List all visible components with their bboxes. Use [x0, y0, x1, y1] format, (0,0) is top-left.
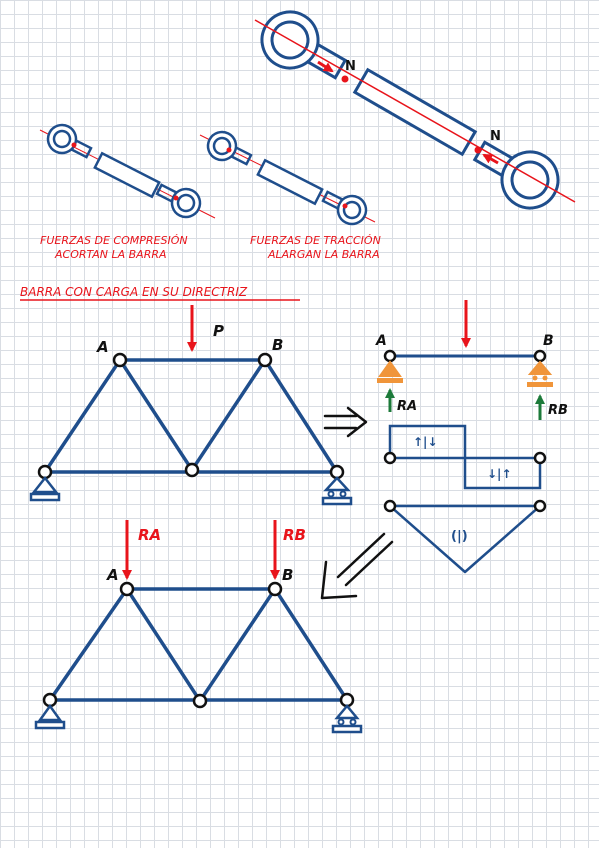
truss-result [42, 581, 355, 709]
compression-caption-line1: FUERZAS DE COMPRESIÓN [40, 234, 188, 247]
reaction-ra-label: RA [397, 399, 417, 414]
traction-eyebar [199, 130, 376, 226]
force-label-n-bottom: N [490, 129, 501, 144]
traction-caption-line1: FUERZAS DE TRACCIÓN [250, 234, 381, 247]
beam-b-label: B [543, 333, 554, 349]
moment-diagram [383, 499, 547, 574]
truss-main [37, 352, 345, 480]
isolated-beam [377, 349, 553, 387]
node-b-label: B [272, 336, 283, 354]
double-arrow-right-icon [323, 406, 368, 438]
section-heading: BARRA CON CARGA EN SU DIRECTRIZ [20, 285, 248, 299]
traction-caption-line2: ALARGAN LA BARRA [267, 248, 380, 261]
roller-support-right-result [331, 704, 363, 734]
result-node-a-label: A [106, 566, 119, 584]
node-a-label: A [96, 338, 109, 356]
pin-support-left [29, 475, 61, 502]
roller-support-right [321, 476, 353, 506]
beam-a-label: A [375, 333, 387, 349]
shear-sign-right: ↓|↑ [487, 467, 512, 481]
transferred-rb-label: RB [283, 526, 306, 544]
moment-sign: (|) [451, 529, 468, 544]
pin-support-left-result [34, 703, 66, 730]
load-p-label: P [213, 322, 224, 340]
compression-caption-line2: ACORTAN LA BARRA [54, 248, 167, 261]
reaction-rb-label: RB [548, 403, 568, 418]
large-eyebar-in-traction [254, 10, 576, 210]
compression-eyebar [39, 123, 216, 219]
transferred-ra-label: RA [138, 526, 161, 544]
result-node-b-label: B [282, 566, 293, 584]
shear-diagram [383, 424, 547, 490]
double-arrow-down-left-icon [320, 532, 394, 600]
force-label-n-top: N [345, 59, 356, 74]
shear-sign-left: ↑|↓ [413, 435, 438, 449]
